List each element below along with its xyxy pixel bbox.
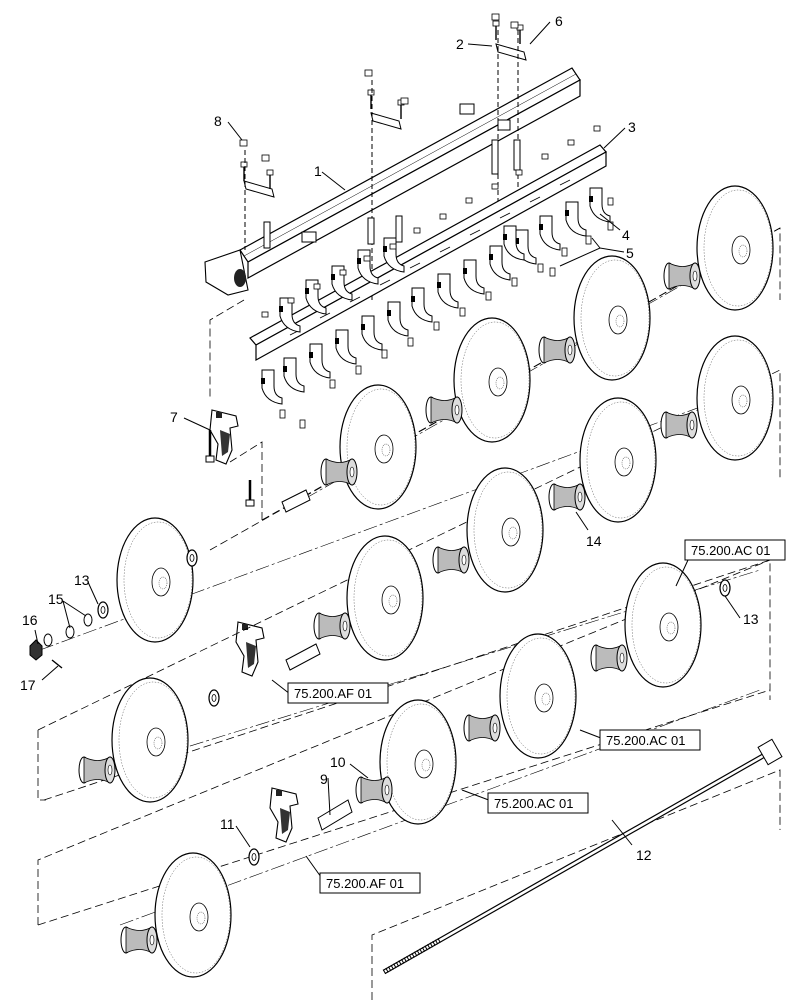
hardware-bolts-nuts: [261, 125, 614, 429]
callout-12: 12: [636, 847, 652, 863]
ref-box-ac-lower[interactable]: 75.200.AC 01: [487, 792, 589, 814]
ref-box-af-lower-label: 75.200.AF 01: [326, 876, 404, 891]
hanger-bracket-lower: [269, 787, 299, 843]
ref-box-ac-top[interactable]: 75.200.AC 01: [684, 539, 786, 561]
hanger-bracket-middle: [235, 621, 265, 677]
ref-box-ac-lower-label: 75.200.AC 01: [494, 796, 574, 811]
callout-1: 1: [314, 163, 322, 179]
ref-box-af-lower[interactable]: 75.200.AF 01: [319, 872, 421, 894]
ref-box-af-upper[interactable]: 75.200.AF 01: [287, 682, 389, 704]
callout-15: 15: [48, 591, 64, 607]
end-hardware: [29, 601, 109, 669]
callout-11: 11: [220, 816, 235, 832]
main-toolbar: [204, 67, 581, 296]
callout-7: 7: [170, 409, 178, 425]
ref-box-af-upper-label: 75.200.AF 01: [294, 686, 372, 701]
callout-17: 17: [20, 677, 36, 693]
callout-4: 4: [622, 227, 630, 243]
callout-9: 9: [320, 771, 328, 787]
callout-13-left: 13: [74, 572, 90, 588]
callout-5: 5: [626, 245, 634, 261]
ref-box-ac-middle-label: 75.200.AC 01: [606, 733, 686, 748]
callout-10: 10: [330, 754, 346, 770]
leader-lines: [34, 21, 741, 885]
mounting-brackets: [239, 13, 527, 300]
hanger-bracket-upper: [205, 409, 255, 507]
ref-box-ac-top-label: 75.200.AC 01: [691, 543, 771, 558]
long-rod: [382, 738, 783, 975]
disc-row-4: [120, 848, 260, 978]
callout-8: 8: [214, 113, 222, 129]
callout-3: 3: [628, 119, 636, 135]
callout-2: 2: [456, 36, 464, 52]
callout-13-right: 13: [743, 611, 759, 627]
ref-box-ac-middle[interactable]: 75.200.AC 01: [599, 729, 701, 751]
callout-labels: 1 2 6 3 4 5 7 8 9 10 11 12 13 13 14 15 1…: [20, 13, 759, 863]
callout-14: 14: [586, 533, 602, 549]
disc-row-2: [116, 335, 774, 671]
callout-6: 6: [555, 13, 563, 29]
bearing-part-14: [548, 483, 586, 511]
disc-row-3: [78, 562, 731, 831]
disc-row-1: [281, 185, 774, 513]
callout-16: 16: [22, 612, 38, 628]
